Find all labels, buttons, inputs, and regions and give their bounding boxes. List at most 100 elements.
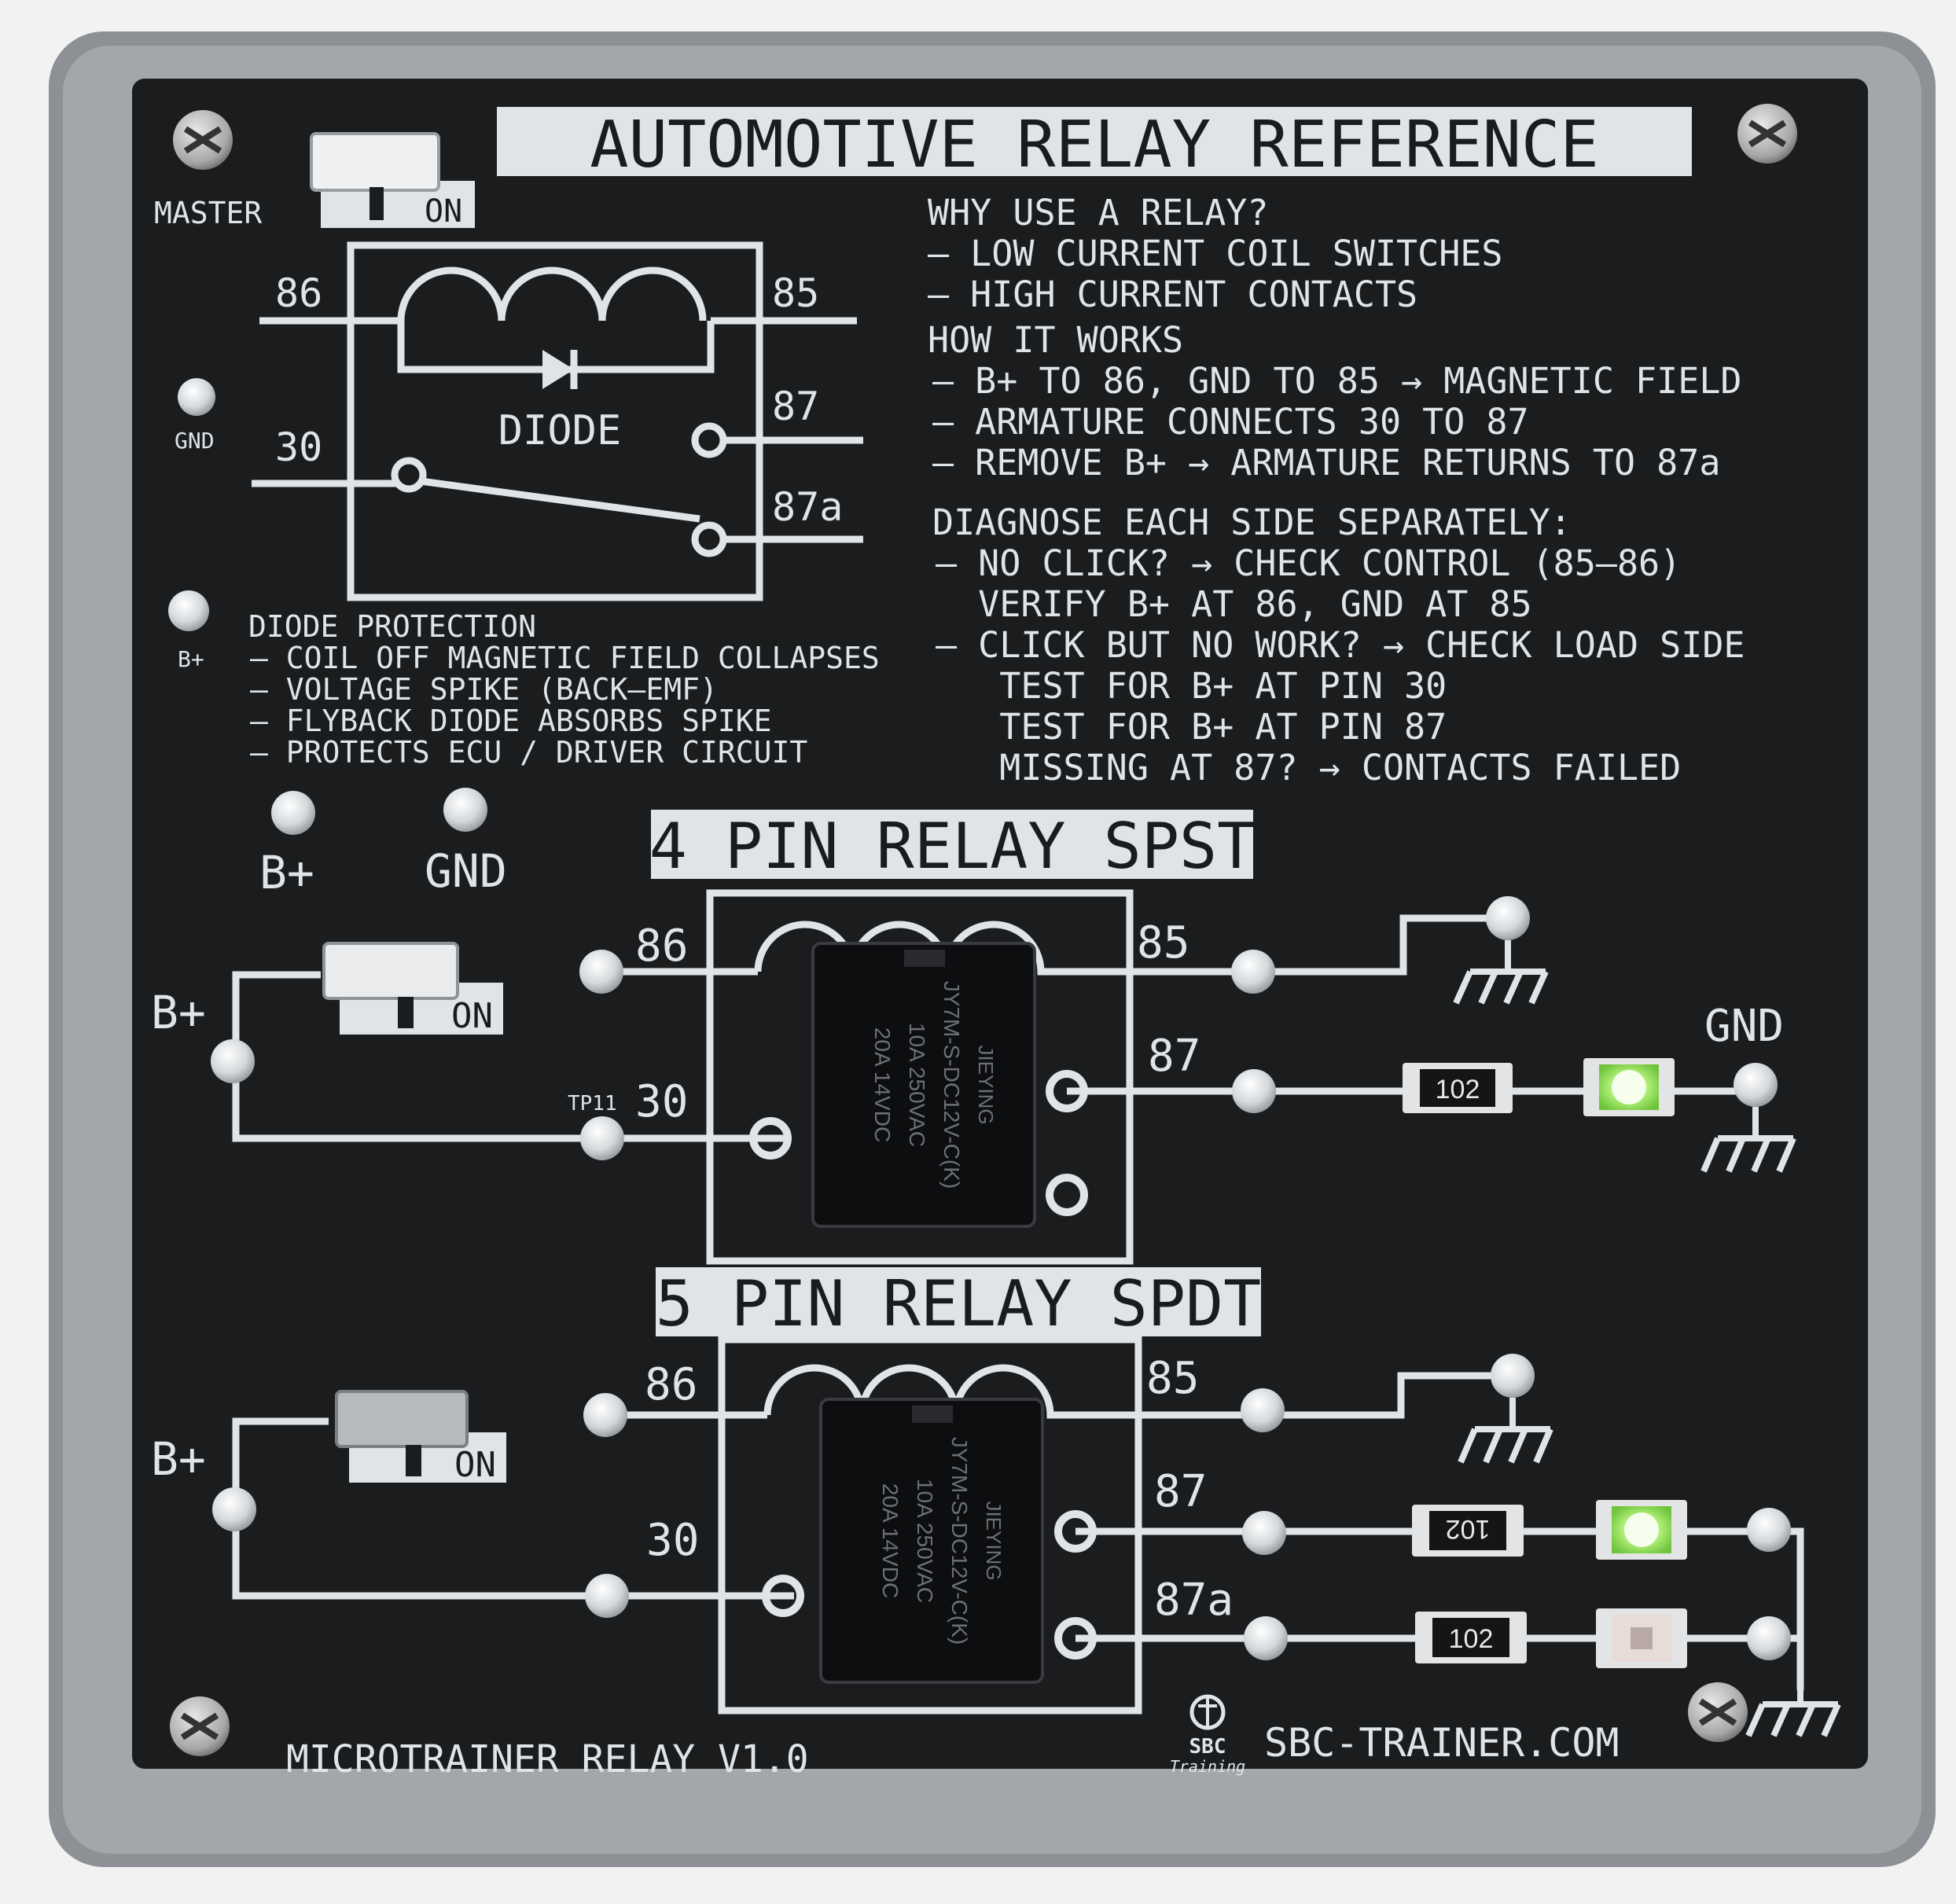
note-diode-2: – VOLTAGE SPIKE (BACK–EMF) (250, 672, 718, 707)
relay4-model: JY7M-S-DC12V-C(K) (939, 981, 964, 1189)
note-diode-3: – FLYBACK DIODE ABSORBS SPIKE (250, 704, 771, 738)
diagram-pin-30: 30 (275, 425, 322, 470)
relay5-pin30-pad[interactable] (585, 1574, 629, 1618)
relay4-rating-ac: 10A 250VAC (905, 1023, 929, 1147)
screw-bottom-right (1688, 1682, 1748, 1742)
screw-top-left (173, 110, 233, 170)
relay5-gnd-top-pad[interactable] (1491, 1354, 1535, 1398)
note-how-0: HOW IT WORKS (928, 319, 1183, 361)
relay5-pin87-pad[interactable] (1242, 1511, 1286, 1555)
note-why-2: – HIGH CURRENT CONTACTS (928, 274, 1417, 315)
diagram-pin-86: 86 (275, 270, 322, 316)
gnd-test-label: GND (175, 428, 215, 454)
relay4-heading: 4 PIN RELAY SPST (649, 810, 1256, 883)
note-how-2: – ARMATURE CONNECTS 30 TO 87 (932, 401, 1529, 443)
footer-left: MICROTRAINER RELAY V1.0 (286, 1737, 809, 1781)
note-how-3: – REMOVE B+ → ARMATURE RETURNS TO 87a (932, 442, 1720, 483)
relay4-bplus-label: B+ (151, 986, 206, 1039)
screw-top-right (1737, 104, 1797, 164)
relay5-heading-plate (656, 1267, 1261, 1336)
relay5-pin85-label: 85 (1146, 1353, 1199, 1404)
relay5-heading: 5 PIN RELAY SPDT (656, 1267, 1262, 1340)
relay4-pin87-pad[interactable] (1232, 1069, 1276, 1113)
relay5-led87a-return-pad[interactable] (1747, 1616, 1791, 1660)
bplus-pad[interactable] (271, 791, 315, 835)
relay5-model: JY7M-S-DC12V-C(K) (947, 1437, 972, 1645)
relay4-gnd-top-pad[interactable] (1486, 896, 1530, 940)
relay4-section: 4 PIN RELAY SPST ON B+ 86 85 87 30 TP11 (151, 810, 1796, 1265)
relay4-resistor: 102 (1403, 1063, 1513, 1113)
relay4-gnd-label: GND (1704, 1001, 1784, 1052)
relay4-bplus-pad[interactable] (211, 1039, 255, 1083)
note-diagnose-4: TEST FOR B+ AT PIN 30 (936, 665, 1447, 707)
relay5-led87-return-pad[interactable] (1747, 1508, 1791, 1552)
relay5-led-87a (1596, 1608, 1687, 1668)
relay5-rating-ac: 10A 250VAC (913, 1479, 937, 1603)
relay5-resistor-87: 102 (1412, 1505, 1524, 1557)
relay4-brand: JIEYING (974, 1045, 998, 1124)
relay5-rating-dc: 20A 14VDC (878, 1483, 903, 1598)
ground-icon (1458, 1398, 1553, 1464)
diagram-pin-87a: 87a (772, 484, 843, 530)
relay5-resistor87-code: 102 (1446, 1514, 1491, 1544)
gnd-test-pad[interactable] (178, 378, 215, 416)
note-why-0: WHY USE A RELAY? (928, 192, 1268, 233)
master-label: MASTER (154, 196, 262, 230)
note-diagnose-5: TEST FOR B+ AT PIN 87 (936, 706, 1447, 748)
bplus-pad-label: B+ (259, 846, 314, 899)
relay4-pin85-label: 85 (1137, 917, 1189, 969)
relay4-pin86-pad[interactable] (579, 950, 623, 994)
relay5-pin86-label: 86 (645, 1359, 697, 1410)
relay4-switch-on: ON (451, 996, 493, 1036)
title-plate (497, 107, 1692, 176)
logo-sbc: SBC (1189, 1735, 1226, 1759)
note-why-1: – LOW CURRENT COIL SWITCHES (928, 233, 1503, 274)
bplus-test-label: B+ (178, 646, 204, 672)
relay5-pin86-pad[interactable] (583, 1393, 627, 1437)
relay5-section: 5 PIN RELAY SPDT ON B+ 86 85 87 30 87 (151, 1267, 1841, 1737)
note-diode-4: – PROTECTS ECU / DRIVER CIRCUIT (250, 735, 807, 770)
relay5-brand: JIEYING (982, 1501, 1006, 1580)
diode-notes: DIODE PROTECTION – COIL OFF MAGNETIC FIE… (248, 609, 880, 770)
relay5-pin87a-pad[interactable] (1244, 1616, 1288, 1660)
gnd-pad-label: GND (425, 844, 507, 898)
relay4-switch[interactable] (322, 942, 459, 1028)
master-on-label: ON (425, 193, 462, 230)
relay4-pin85-pad[interactable] (1231, 950, 1275, 994)
relay5-switch[interactable] (335, 1390, 469, 1476)
relay4-pin87-label: 87 (1148, 1031, 1200, 1082)
gnd-pad[interactable] (443, 788, 487, 832)
diode-symbol (542, 350, 578, 389)
master-switch[interactable] (310, 132, 440, 220)
diagram-pin-87: 87 (772, 384, 819, 429)
screw-bottom-left (170, 1696, 230, 1756)
relay4-resistor-code: 102 (1436, 1075, 1480, 1105)
relay5-pin85-pad[interactable] (1241, 1388, 1285, 1432)
diagram-diode-label: DIODE (498, 407, 622, 454)
relay4-tp-label: TP11 (568, 1092, 617, 1116)
note-diode-0: DIODE PROTECTION (248, 609, 536, 644)
relay-schematic (252, 241, 863, 601)
footer-right: SBC-TRAINER.COM (1264, 1720, 1620, 1766)
diagram-pin-85: 85 (772, 270, 819, 316)
logo-training: Training (1170, 1757, 1245, 1776)
relay5-pin30-label: 30 (646, 1515, 699, 1566)
relay4-rating-dc: 20A 14VDC (870, 1027, 895, 1142)
note-diagnose-3: – CLICK BUT NO WORK? → CHECK LOAD SIDE (936, 624, 1745, 666)
relay5-resistor-87a: 102 (1415, 1612, 1527, 1663)
relay5-body: JIEYING JY7M-S-DC12V-C(K) 10A 250VAC 20A… (762, 1398, 1097, 1684)
bplus-test-pad[interactable] (168, 590, 209, 631)
relay4-pin30-pad[interactable] (580, 1116, 624, 1160)
relay4-led (1583, 1058, 1675, 1116)
relay-notes: WHY USE A RELAY? – LOW CURRENT COIL SWIT… (928, 192, 1745, 788)
relay4-body: JIEYING JY7M-S-DC12V-C(K) 10A 250VAC 20A… (749, 942, 1088, 1228)
board-title: AUTOMOTIVE RELAY REFERENCE (590, 108, 1599, 182)
note-diagnose-1: – NO CLICK? → CHECK CONTROL (85–86) (936, 542, 1681, 584)
relay4-pin30-label: 30 (635, 1076, 688, 1127)
note-how-1: – B+ TO 86, GND TO 85 → MAGNETIC FIELD (932, 360, 1742, 402)
relay4-gnd-pad[interactable] (1734, 1063, 1778, 1107)
relay5-bplus-pad[interactable] (212, 1487, 256, 1531)
ground-icon (1700, 1107, 1796, 1173)
ground-icon (1453, 940, 1549, 1005)
